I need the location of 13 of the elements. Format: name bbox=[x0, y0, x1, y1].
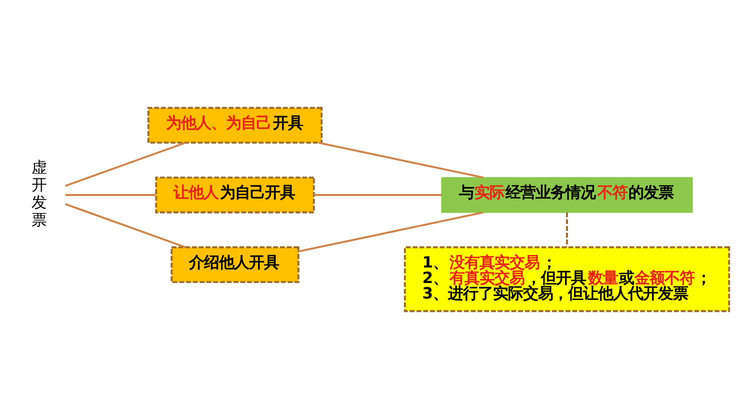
connector bbox=[65, 141, 186, 186]
node-box: 与实际经营业务情况不符的发票 bbox=[441, 176, 693, 212]
connector bbox=[314, 194, 442, 196]
connector bbox=[65, 194, 156, 196]
connector bbox=[298, 211, 484, 252]
node-box: 介绍他人开具 bbox=[170, 246, 300, 283]
node-text: 虚开发票 bbox=[31, 158, 46, 228]
connector bbox=[318, 141, 484, 178]
node-box: 1、没有真实交易； 2、有真实交易，但开具数量或金额不符； 3、进行了实际交易，但让他人代开发票 bbox=[404, 246, 730, 312]
node-box: 让他人为自己开具 bbox=[155, 176, 315, 213]
connector bbox=[65, 202, 186, 248]
node-box: 为他人、为自己开具 bbox=[147, 106, 323, 144]
connector bbox=[566, 212, 568, 246]
